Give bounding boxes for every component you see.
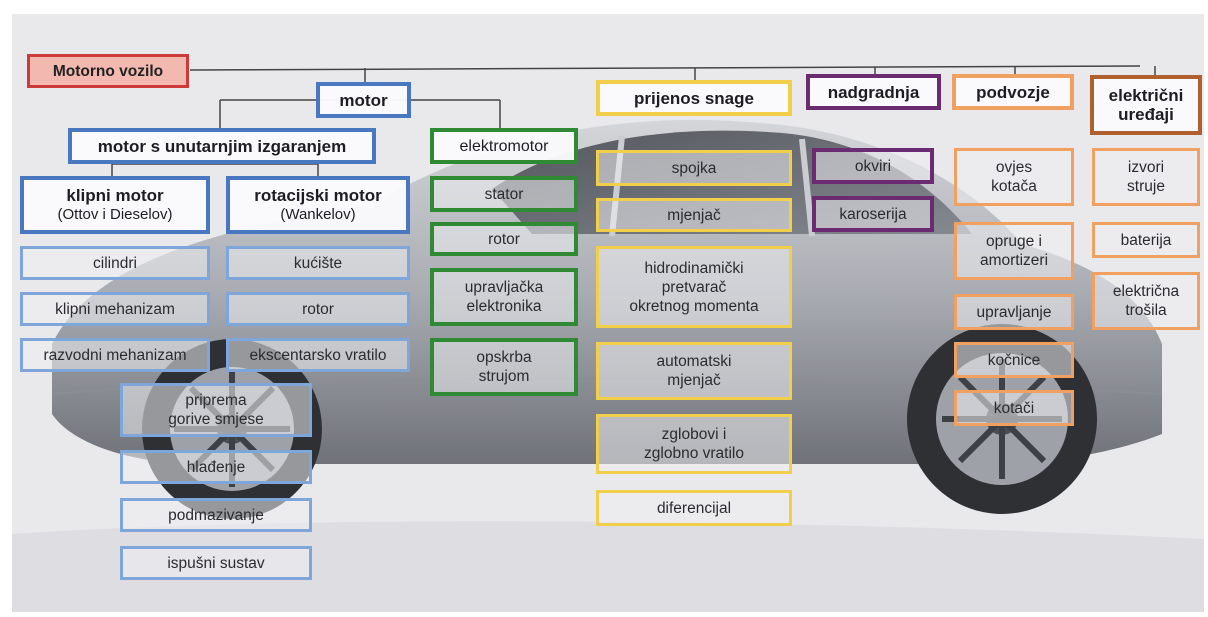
- elektricni-item-label: baterija: [1120, 231, 1172, 249]
- elektromotor: elektromotor: [430, 128, 578, 164]
- prijenos-item-mjenjac: mjenjač: [596, 198, 792, 232]
- elektricni-item-baterija: baterija: [1092, 222, 1200, 258]
- category-elektricni-uredaji: električni uređaji: [1090, 75, 1202, 135]
- elektromotor-item-label: stator: [484, 185, 524, 203]
- podvozje-item-kocnice: kočnice: [954, 342, 1074, 378]
- prijenos-item-label: spojka: [671, 159, 717, 177]
- elektromotor-label: elektromotor: [459, 137, 549, 155]
- nadgradnja-item-okviri: okviri: [812, 148, 934, 184]
- category-motor: motor: [316, 82, 411, 118]
- elektricni-item-trosila: električna trošila: [1092, 272, 1200, 330]
- podvozje-item-label: ovjes kotača: [991, 159, 1037, 195]
- elektromotor-item-label: rotor: [488, 230, 520, 248]
- nadgradnja-item-label: okviri: [854, 157, 892, 175]
- shared-item-hladenje: hlađenje: [120, 450, 312, 484]
- ice-label: motor s unutarnjim izgaranjem: [97, 136, 347, 156]
- shared-item-label: priprema gorive smjese: [168, 392, 264, 428]
- elektromotor-item-stator: stator: [430, 176, 578, 212]
- klipni-item-mehanizam: klipni mehanizam: [20, 292, 210, 326]
- category-podvozje: podvozje: [952, 74, 1074, 110]
- root-label: Motorno vozilo: [52, 62, 164, 80]
- rotacijski-item-label: kućište: [293, 254, 343, 272]
- rotacijski-item-label: ekscentarsko vratilo: [249, 346, 387, 364]
- prijenos-item-zglobovi: zglobovi i zglobno vratilo: [596, 414, 792, 474]
- shared-item-label: ispušni sustav: [167, 554, 265, 572]
- prijenos-item-automatski: automatski mjenjač: [596, 342, 792, 400]
- rotacijski-item-label: rotor: [302, 300, 334, 318]
- prijenos-item-label: diferencijal: [656, 499, 732, 517]
- category-prijenos-label: prijenos snage: [634, 88, 754, 108]
- nadgradnja-item-karoserija: karoserija: [812, 196, 934, 232]
- shared-item-label: podmazivanje: [168, 506, 264, 524]
- elektricni-item-izvori: izvori struje: [1092, 148, 1200, 206]
- prijenos-item-label: mjenjač: [667, 206, 721, 224]
- prijenos-item-spojka: spojka: [596, 150, 792, 186]
- rotacijski-item-rotor: rotor: [226, 292, 410, 326]
- category-motor-label: motor: [339, 90, 388, 110]
- elektricni-item-label: izvori struje: [1127, 159, 1165, 195]
- podvozje-item-kotaci: kotači: [954, 390, 1074, 426]
- prijenos-item-hidrodinamicki: hidrodinamički pretvarač okretnog moment…: [596, 246, 792, 328]
- category-prijenos-snage: prijenos snage: [596, 80, 792, 116]
- motor-unutarnje-izgaranje: motor s unutarnjim izgaranjem: [68, 128, 376, 164]
- rotacijski-item-kuciste: kućište: [226, 246, 410, 280]
- elektromotor-item-rotor: rotor: [430, 222, 578, 256]
- rotacijski-subtitle: (Wankelov): [280, 206, 356, 223]
- root-motorno-vozilo: Motorno vozilo: [27, 54, 189, 88]
- elektromotor-item-label: upravljačka elektronika: [464, 279, 544, 315]
- klipni-title: klipni motor: [66, 186, 164, 205]
- prijenos-item-label: hidrodinamički pretvarač okretnog moment…: [629, 259, 759, 315]
- podvozje-item-label: upravljanje: [976, 303, 1052, 321]
- klipni-subtitle: (Ottov i Dieselov): [57, 206, 173, 223]
- rotacijski-item-vratilo: ekscentarsko vratilo: [226, 338, 410, 372]
- klipni-item-cilindri: cilindri: [20, 246, 210, 280]
- podvozje-item-opruge: opruge i amortizeri: [954, 222, 1074, 280]
- category-nadgradnja-label: nadgradnja: [827, 82, 920, 102]
- rotacijski-title: rotacijski motor: [254, 186, 382, 205]
- podvozje-item-label: kočnice: [987, 351, 1041, 369]
- podvozje-item-label: opruge i amortizeri: [979, 233, 1049, 269]
- elektromotor-item-label: opskrba strujom: [476, 349, 532, 385]
- prijenos-item-diferencijal: diferencijal: [596, 490, 792, 526]
- elektricni-item-label: električna trošila: [1112, 283, 1180, 319]
- shared-item-priprema: priprema gorive smjese: [120, 383, 312, 437]
- klipni-item-label: cilindri: [93, 254, 137, 272]
- elektromotor-item-opskrba: opskrba strujom: [430, 338, 578, 396]
- shared-item-ispusni: ispušni sustav: [120, 546, 312, 580]
- shared-item-label: hlađenje: [186, 458, 246, 476]
- klipni-item-razvodni: razvodni mehanizam: [20, 338, 210, 372]
- elektromotor-item-elektronika: upravljačka elektronika: [430, 268, 578, 326]
- shared-item-podmazivanje: podmazivanje: [120, 498, 312, 532]
- category-elektricni-label: električni uređaji: [1108, 86, 1184, 124]
- rotacijski-motor: rotacijski motor (Wankelov): [226, 176, 410, 234]
- podvozje-item-ovjes: ovjes kotača: [954, 148, 1074, 206]
- klipni-motor: klipni motor (Ottov i Dieselov): [20, 176, 210, 234]
- podvozje-item-label: kotači: [993, 399, 1035, 417]
- category-podvozje-label: podvozje: [976, 82, 1050, 102]
- prijenos-item-label: automatski mjenjač: [656, 353, 732, 389]
- nadgradnja-item-label: karoserija: [839, 205, 907, 223]
- podvozje-item-upravljanje: upravljanje: [954, 294, 1074, 330]
- klipni-item-label: razvodni mehanizam: [43, 346, 187, 364]
- prijenos-item-label: zglobovi i zglobno vratilo: [644, 426, 744, 462]
- klipni-item-label: klipni mehanizam: [55, 300, 175, 318]
- category-nadgradnja: nadgradnja: [806, 74, 941, 110]
